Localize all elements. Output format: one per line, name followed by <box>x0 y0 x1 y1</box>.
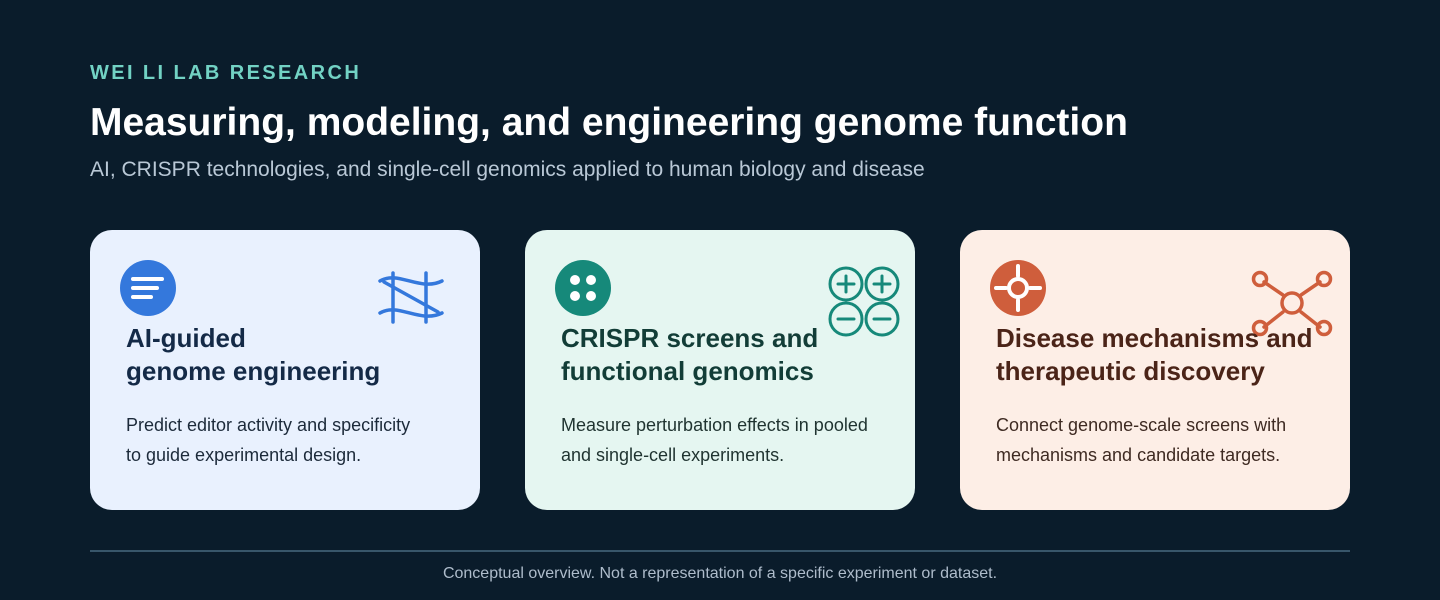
research-card-disease: Disease mechanisms and therapeutic disco… <box>960 230 1350 510</box>
footnote: Conceptual overview. Not a representatio… <box>442 565 998 582</box>
card-heading: AI-guided genome engineering <box>126 323 381 386</box>
crosshair-icon <box>990 260 1046 316</box>
page-subtitle: AI, CRISPR technologies, and single-cell… <box>90 158 925 181</box>
eyebrow-label: WEI LI LAB RESEARCH <box>90 62 362 84</box>
card-heading: Disease mechanisms and therapeutic disco… <box>996 323 1313 386</box>
card-description: Connect genome-scale screens with mechan… <box>996 415 1287 465</box>
research-card-crispr: CRISPR screens and functional genomics M… <box>525 230 915 510</box>
card-description: Measure perturbation effects in pooled a… <box>561 415 868 465</box>
card-heading: CRISPR screens and functional genomics <box>561 323 819 386</box>
card-description: Predict editor activity and specificity … <box>126 415 411 465</box>
four-dots-icon <box>555 260 611 316</box>
dna-strand-icon <box>376 268 446 331</box>
menu-lines-icon <box>120 260 176 316</box>
research-card-ai: AI-guided genome engineering Predict edi… <box>90 230 480 510</box>
page-title: Measuring, modeling, and engineering gen… <box>90 101 1128 144</box>
plus-minus-grid-icon <box>827 264 903 345</box>
footer-divider <box>90 550 1350 552</box>
network-hub-icon <box>1250 268 1334 343</box>
